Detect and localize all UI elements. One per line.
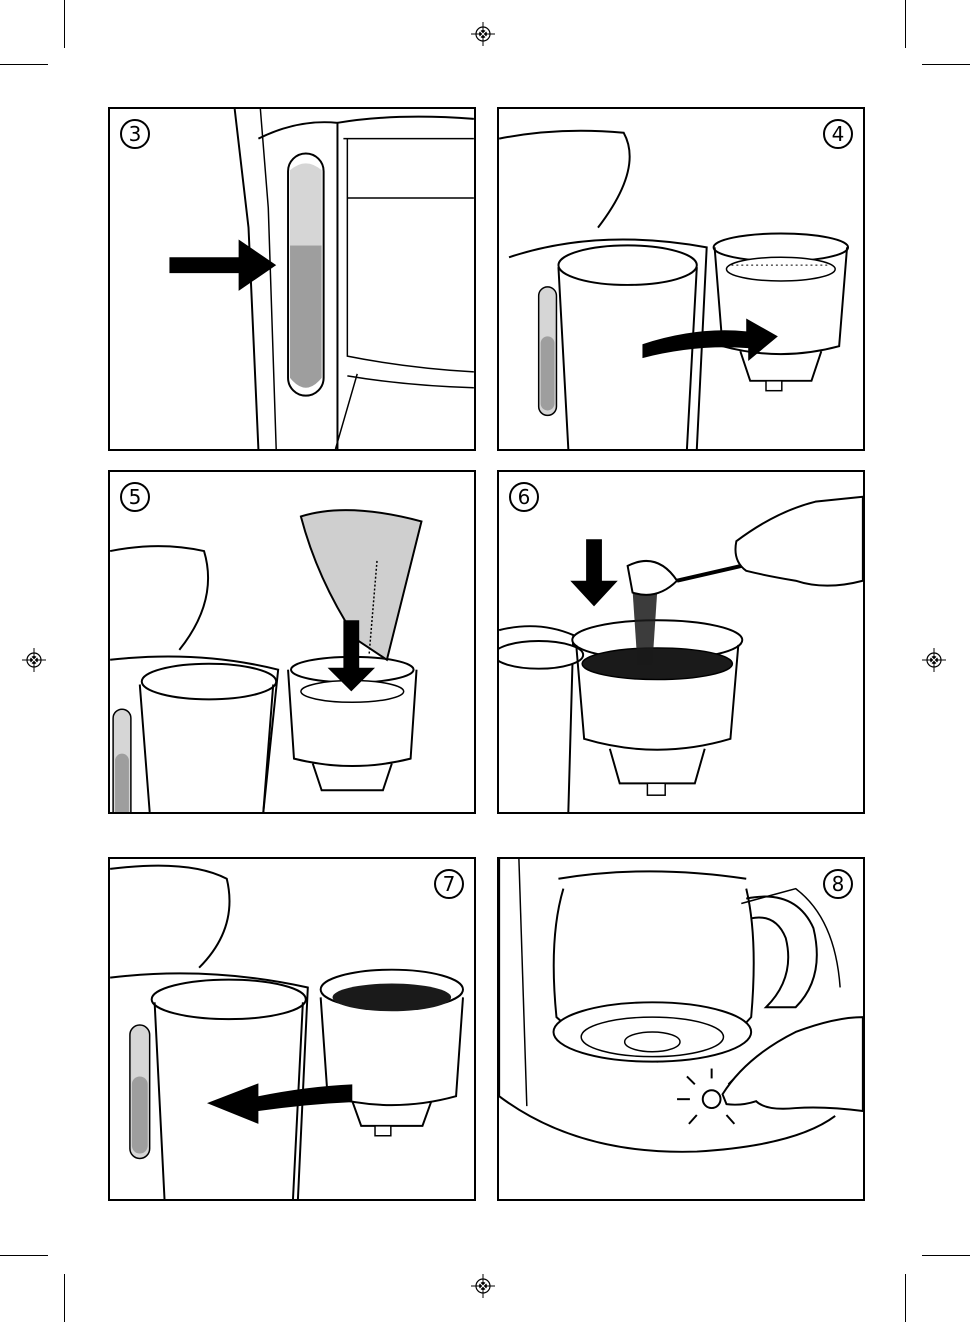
switch-on-illustration: [499, 859, 863, 1199]
water-level-illustration: [110, 109, 474, 449]
step-number: 7: [434, 869, 464, 899]
open-filter-illustration: [499, 109, 863, 449]
step-number: 4: [823, 119, 853, 149]
step-number: 8: [823, 869, 853, 899]
step-7-panel: 7: [108, 857, 476, 1201]
step-number: 6: [509, 482, 539, 512]
crop-mark: [905, 0, 906, 48]
crop-mark: [64, 1274, 65, 1322]
step-number: 5: [120, 482, 150, 512]
crop-mark: [922, 1255, 970, 1256]
insert-filter-illustration: [110, 472, 474, 812]
add-coffee-illustration: [499, 472, 863, 812]
close-filter-illustration: [110, 859, 474, 1199]
crop-mark: [905, 1274, 906, 1322]
step-3-panel: 3: [108, 107, 476, 451]
registration-mark-icon: [471, 22, 495, 46]
step-8-panel: 8: [497, 857, 865, 1201]
crop-mark: [64, 0, 65, 48]
step-4-panel: 4: [497, 107, 865, 451]
crop-mark: [922, 64, 970, 65]
registration-mark-icon: [471, 1274, 495, 1298]
crop-mark: [0, 1255, 48, 1256]
registration-mark-icon: [922, 648, 946, 672]
registration-mark-icon: [22, 648, 46, 672]
step-number: 3: [120, 119, 150, 149]
step-6-panel: 6: [497, 470, 865, 814]
step-5-panel: 5: [108, 470, 476, 814]
crop-mark: [0, 64, 48, 65]
